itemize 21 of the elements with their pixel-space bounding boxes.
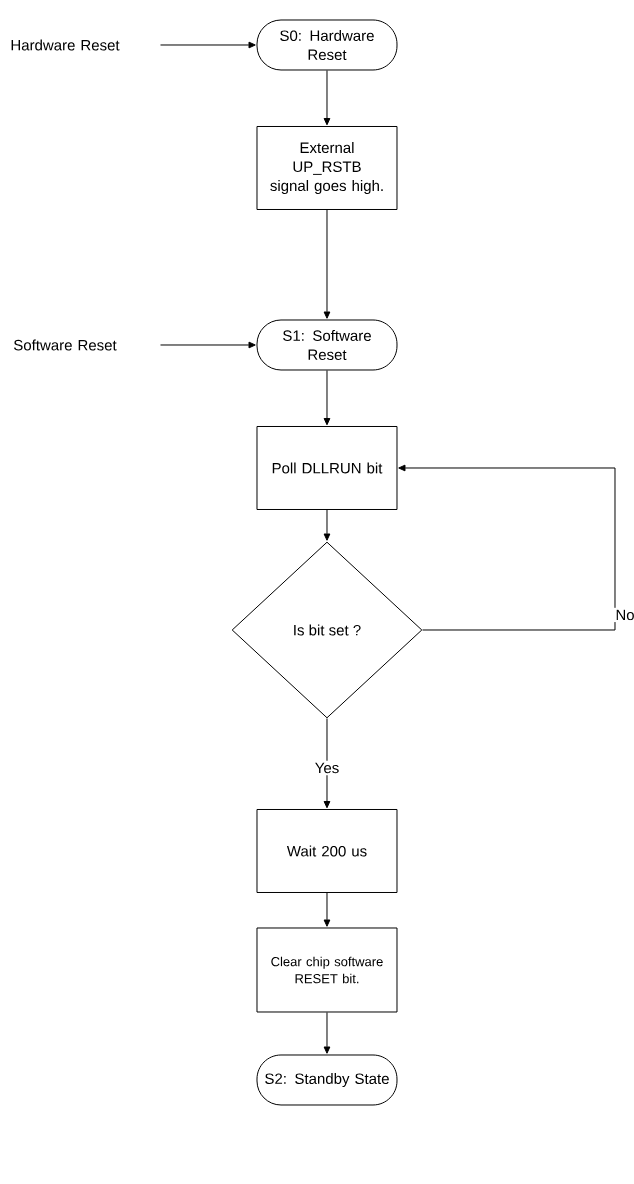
- edge-label: No: [613, 607, 634, 623]
- terminal-box: S1: Software Reset: [256, 319, 398, 371]
- terminal-box: S2: Standby State: [256, 1054, 398, 1106]
- arrow: [160, 341, 256, 349]
- process-box: Wait 200 us: [256, 809, 398, 893]
- edge-label: Yes: [312, 760, 342, 776]
- process-box: Poll DLLRUN bit: [256, 426, 398, 510]
- arrow: [160, 41, 256, 49]
- arrow: [323, 1012, 331, 1054]
- terminal-box: S0: Hardware Reset: [256, 19, 398, 71]
- arrow: [323, 209, 331, 319]
- arrow: [323, 509, 331, 541]
- arrow: [323, 718, 331, 809]
- input-label: Software Reset: [14, 339, 117, 351]
- arrow: [398, 464, 616, 631]
- input-label: Hardware Reset: [11, 39, 120, 51]
- arrow: [323, 70, 331, 126]
- arrow: [323, 370, 331, 426]
- process-box: External UP_RSTB signal goes high.: [256, 126, 398, 210]
- arrow: [323, 892, 331, 927]
- process-box: Clear chip software RESET bit.: [256, 927, 398, 1013]
